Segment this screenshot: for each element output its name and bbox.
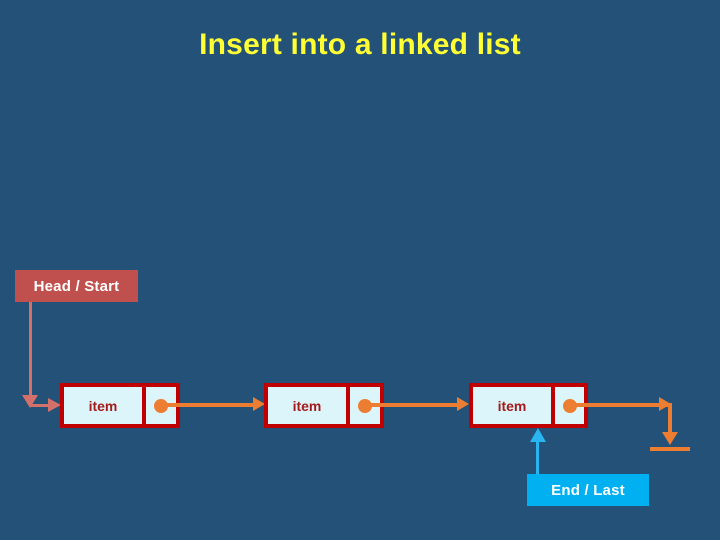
end-connector-vertical-line bbox=[536, 441, 539, 475]
node-cell-divider bbox=[142, 387, 146, 424]
list-node: item bbox=[469, 383, 588, 428]
list-node: item bbox=[264, 383, 384, 428]
link-arrow-line bbox=[165, 403, 255, 407]
pointer-dot-icon bbox=[562, 398, 577, 413]
link-arrowhead-right-icon bbox=[253, 397, 265, 411]
link-arrow-line bbox=[369, 403, 459, 407]
node-data-cell: item bbox=[497, 397, 527, 414]
node-cell-divider bbox=[346, 387, 350, 424]
link-arrowhead-right-icon bbox=[457, 397, 469, 411]
node-data-cell: item bbox=[88, 397, 118, 414]
page-title: Insert into a linked list bbox=[199, 28, 521, 61]
node-pointer-cell bbox=[350, 387, 380, 424]
null-terminator-line bbox=[668, 403, 672, 439]
head-connector-horizontal-line bbox=[30, 404, 55, 407]
node-cell-divider bbox=[551, 387, 555, 424]
node-pointer-cell bbox=[146, 387, 176, 424]
head-connector-vertical-line bbox=[29, 302, 32, 405]
node-data-cell: item bbox=[292, 397, 322, 414]
null-terminator-ground-bar bbox=[650, 447, 690, 451]
null-terminator-arrowhead-down-icon bbox=[662, 432, 678, 445]
node-pointer-cell bbox=[555, 387, 584, 424]
pointer-dot-icon bbox=[154, 398, 168, 413]
link-arrow-line bbox=[573, 403, 668, 407]
head-start-label: Head / Start bbox=[15, 270, 138, 302]
list-node: item bbox=[60, 383, 180, 428]
pointer-dot-icon bbox=[358, 398, 372, 413]
head-connector-arrowhead-right-icon bbox=[48, 398, 61, 412]
end-connector-arrowhead-up-icon bbox=[530, 428, 546, 442]
end-last-label: End / Last bbox=[527, 474, 649, 506]
